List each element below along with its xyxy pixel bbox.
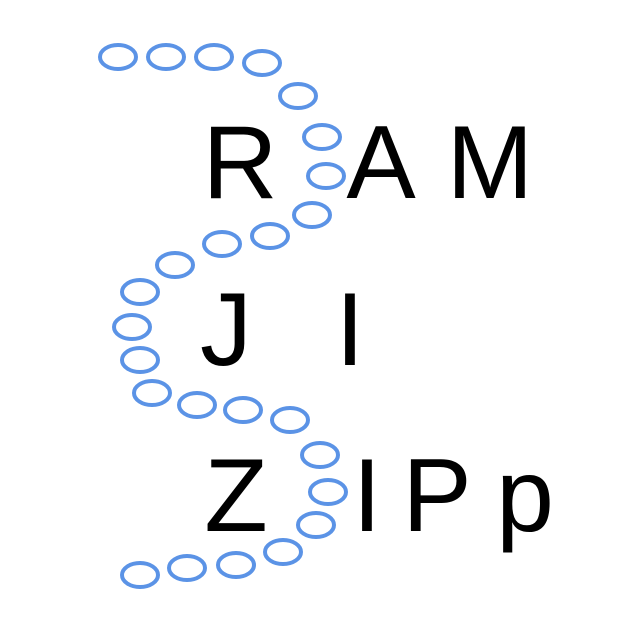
letter-r: R [202, 105, 278, 221]
chain-bead [292, 201, 332, 229]
chain-bead [120, 346, 160, 374]
letter-j: J [200, 272, 252, 388]
letter-m: M [446, 105, 534, 221]
letter-i-2: I [352, 438, 382, 554]
chain-bead [263, 538, 303, 566]
chain-bead [306, 162, 346, 190]
chain-bead [278, 82, 318, 110]
chain-bead [146, 43, 186, 71]
chain-bead [120, 278, 160, 306]
chain-bead [242, 49, 282, 77]
chain-bead [155, 251, 195, 279]
letter-a: A [346, 105, 416, 221]
chain-bead [223, 396, 263, 424]
letter-z: Z [204, 438, 268, 554]
chain-bead [177, 391, 217, 419]
letter-p-upper: P [402, 438, 472, 554]
chain-bead [216, 551, 256, 579]
chain-bead [300, 441, 340, 469]
chain-bead [270, 406, 310, 434]
chain-bead [98, 43, 138, 71]
chain-bead [250, 222, 290, 250]
chain-bead [112, 313, 152, 341]
letter-i: I [335, 272, 365, 388]
chain-bead [194, 43, 234, 71]
chain-bead [308, 478, 348, 506]
chain-bead [202, 230, 242, 258]
letter-p-lower: p [496, 438, 554, 554]
chain-bead [120, 561, 160, 589]
chain-bead [167, 554, 207, 582]
chain-bead [132, 379, 172, 407]
chain-bead [302, 123, 342, 151]
chain-bead [296, 511, 336, 539]
